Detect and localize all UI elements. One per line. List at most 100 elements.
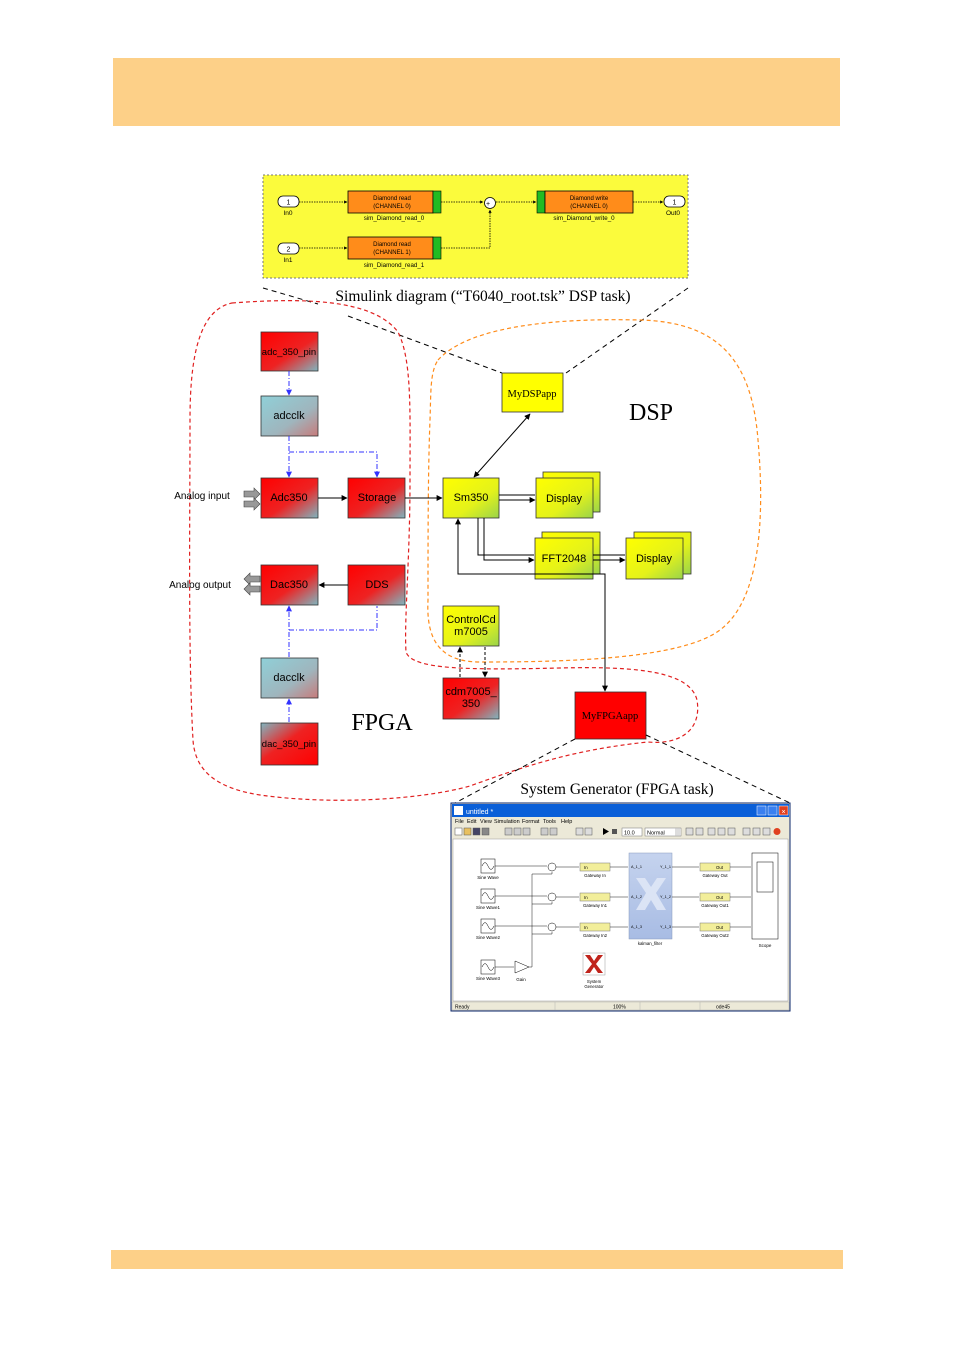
menu-simulation[interactable]: Simulation <box>494 819 520 825</box>
undo-icon[interactable] <box>540 827 549 836</box>
copy-icon[interactable] <box>513 827 522 836</box>
dac350-block[interactable] <box>260 564 319 606</box>
fpga-region-outline <box>189 300 699 801</box>
cdm7005-label-2: 350 <box>462 698 480 710</box>
stop-time-input[interactable] <box>621 827 643 837</box>
record-icon[interactable] <box>773 828 781 835</box>
stop-icon[interactable] <box>612 829 617 834</box>
data-connections <box>318 413 626 692</box>
redo-icon[interactable] <box>549 827 558 836</box>
simulink-outport-0 <box>663 195 686 208</box>
gateway-in-1-label: Gateway In1 <box>583 903 608 908</box>
simulink-outport-0-num: 1 <box>673 200 677 207</box>
sysgen-titlebar[interactable] <box>452 804 789 817</box>
adc-350-pin-block[interactable] <box>260 331 319 372</box>
status-zoom: 100% <box>613 1005 626 1011</box>
storage-block[interactable] <box>347 477 406 519</box>
minimize-button[interactable] <box>756 805 767 816</box>
display-1-block[interactable] <box>535 477 594 519</box>
open-icon[interactable] <box>463 827 472 836</box>
dsp-region-outline <box>427 319 762 663</box>
sysgen-window[interactable]: untitled * × File Edit View Simulation F… <box>450 802 791 1012</box>
sum-1-block[interactable] <box>547 862 557 872</box>
gateway-out-2-block[interactable] <box>699 922 731 932</box>
print-icon[interactable] <box>481 827 490 836</box>
sysgen-canvas[interactable] <box>452 838 789 1002</box>
maximize-button[interactable] <box>767 805 778 816</box>
sysgen-window-title: untitled * <box>466 809 494 816</box>
dacclk-label: dacclk <box>273 672 305 684</box>
kalman-filter-block[interactable] <box>628 852 673 940</box>
menu-format[interactable]: Format <box>522 819 540 825</box>
close-button[interactable] <box>778 805 789 816</box>
update-icon[interactable] <box>695 827 704 836</box>
mydspapp-block[interactable] <box>501 372 564 413</box>
build-icon[interactable] <box>685 827 694 836</box>
gateway-out-text: Out <box>716 865 724 870</box>
play-icon[interactable] <box>603 828 609 835</box>
sine-wave-label: Sine Wave <box>477 875 499 880</box>
filter-port-a12: A_1_2 <box>631 895 642 899</box>
zoom-icon[interactable] <box>742 827 751 836</box>
display-1-label: Display <box>546 493 583 505</box>
save-icon[interactable] <box>472 827 481 836</box>
adc350-block[interactable] <box>260 477 319 519</box>
explorer-icon[interactable] <box>584 827 593 836</box>
new-icon[interactable] <box>454 827 463 836</box>
status-ready: Ready <box>455 1005 470 1011</box>
simulink-outport-0-label: Out0 <box>666 210 680 217</box>
display-2-block[interactable] <box>625 537 684 580</box>
scope-screen-icon <box>756 861 774 893</box>
dac-350-pin-label: dac_350_pin <box>262 739 316 750</box>
gateway-in-label: Gateway In <box>584 873 606 878</box>
sine-wave-1-label: Sine Wave1 <box>476 905 501 910</box>
sum-2-block[interactable] <box>547 892 557 902</box>
dsp-region-label: DSP <box>629 400 673 426</box>
library-icon[interactable] <box>575 827 584 836</box>
gateway-in-1-text: In <box>584 895 588 900</box>
myfpgaapp-label: MyFPGAapp <box>582 711 639 722</box>
status-solver: ode45 <box>716 1005 730 1011</box>
scope-label: Scope <box>759 943 772 948</box>
diamond-read-0-line1: Diamond read <box>373 196 411 202</box>
gateway-out-1-block[interactable] <box>699 892 731 902</box>
gateway-out-2-label: Gateway Out2 <box>701 933 729 938</box>
cut-icon[interactable] <box>504 827 513 836</box>
debug-icon[interactable] <box>707 827 716 836</box>
dds-block[interactable] <box>347 564 406 606</box>
gateway-out-block[interactable] <box>699 862 731 872</box>
filter-port-a13: A_1_3 <box>631 925 642 929</box>
fft2048-label: FFT2048 <box>542 553 587 565</box>
paste-icon[interactable] <box>522 827 531 836</box>
header-band <box>113 58 840 126</box>
simulink-inport-0 <box>277 195 300 208</box>
myfpgaapp-block[interactable] <box>574 691 647 740</box>
sum-3-block[interactable] <box>547 922 557 932</box>
controlcdm-label-1: ControlCd <box>446 614 496 626</box>
dac350-label: Dac350 <box>270 579 308 591</box>
gain-label: Gain <box>516 977 526 982</box>
menu-view[interactable]: View <box>480 819 492 825</box>
dacclk-block[interactable] <box>260 657 319 699</box>
sine-wave-icons <box>481 862 495 971</box>
menu-help[interactable]: Help <box>561 819 572 825</box>
menu-edit[interactable]: Edit <box>467 819 477 825</box>
simulink-inport-1 <box>277 242 300 255</box>
simulink-panel: 1 In0 2 In1 Diamond read (CHANNEL 0) sim… <box>262 174 689 279</box>
gateway-out-1-text: Out <box>716 895 724 900</box>
grid-icon[interactable] <box>762 827 771 836</box>
profiler-icon[interactable] <box>727 827 736 836</box>
model-explorer-icon[interactable] <box>717 827 726 836</box>
menu-tools[interactable]: Tools <box>543 819 556 825</box>
sm350-block[interactable] <box>442 477 500 519</box>
fit-icon[interactable] <box>752 827 761 836</box>
filter-port-y12: Y_1_2 <box>660 895 671 899</box>
sysgen-link-lines <box>454 734 791 804</box>
dac-350-pin-block[interactable] <box>260 722 319 766</box>
gain-block[interactable] <box>514 960 530 974</box>
menu-file[interactable]: File <box>455 819 464 825</box>
diamond-write-0-caption: sim_Diamond_write_0 <box>553 215 615 222</box>
display-2-label: Display <box>636 553 673 565</box>
adcclk-block[interactable] <box>260 395 319 437</box>
